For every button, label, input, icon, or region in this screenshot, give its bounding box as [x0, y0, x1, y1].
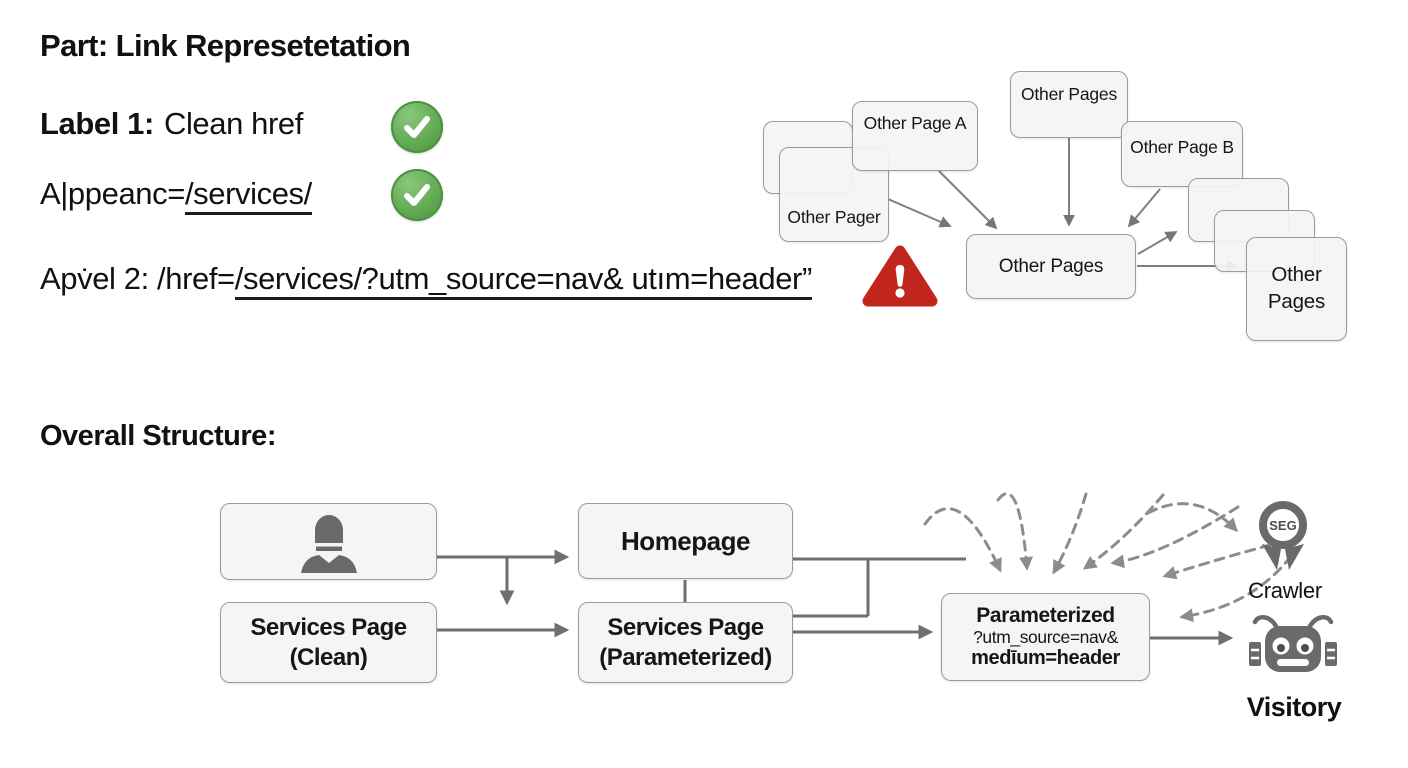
robot-visitor-icon [1249, 614, 1337, 672]
other-pages-center-box: Other Pages [966, 234, 1136, 299]
visitor-box [220, 503, 437, 580]
annotation-level-2: Apv̇el 2: /href=/services/?utm_source=na… [40, 261, 812, 300]
section-title: Overall Structure: [40, 420, 276, 452]
annotation-label-1: Label 1: Clean href [40, 106, 303, 142]
annotation-appearance: A|ppeanc=/services/ [40, 176, 312, 215]
crawler-badge: SEG [1269, 518, 1296, 533]
services-parameterized-box: Services Page (Parameterized) [578, 602, 793, 683]
label1-prefix: Label 1: [40, 106, 154, 141]
warning-icon [861, 243, 939, 316]
level2-prefix: Apv̇el 2: /href= [40, 261, 235, 296]
page-title: Part: Link Represetetation [40, 28, 411, 63]
other-pages-right-label: Other Pages [1267, 263, 1326, 313]
other-page-a-box: Other Page A [852, 101, 978, 171]
label1-value: Clean href [163, 106, 303, 141]
checkmark-glyph [404, 184, 430, 206]
check-icon [391, 101, 443, 153]
parameterized-url-label: Parameterized ?utm_source=nav& medīum=he… [971, 604, 1120, 670]
other-pager-label: Other Pager [787, 207, 881, 227]
person-icon [300, 514, 357, 573]
crawler-label: Crawler [1248, 578, 1322, 603]
clean-href-link[interactable]: /services/ [184, 176, 312, 215]
other-pages-top-label: Other Pages [1020, 84, 1118, 104]
check-icon [391, 169, 443, 221]
services-clean-box: Services Page (Clean) [220, 602, 437, 683]
parameterized-url-box: Parameterized ?utm_source=nav& medīum=he… [941, 593, 1150, 681]
other-page-a-label: Other Page A [863, 113, 967, 133]
services-clean-label: Services Page (Clean) [250, 613, 407, 671]
homepage-label: Homepage [621, 525, 750, 556]
services-parameterized-label: Services Page (Parameterized) [599, 613, 772, 671]
seo-crawler-icon: SEG [1259, 501, 1307, 570]
visitor-label: Visitory [1246, 692, 1342, 722]
warning-triangle-glyph [862, 245, 938, 307]
checkmark-glyph [404, 116, 430, 138]
other-pages-top-box: Other Pages [1010, 71, 1128, 138]
other-pages-right-box: Other Pages [1246, 237, 1347, 341]
other-page-b-box: Other Page B [1121, 121, 1243, 187]
appearance-prefix: A|ppeanc= [40, 176, 185, 211]
other-pages-center-label: Other Pages [998, 255, 1104, 277]
parameterized-href-link[interactable]: /services/?utm_source=nav& utım=header” [234, 261, 812, 300]
other-page-b-label: Other Page B [1130, 137, 1234, 157]
homepage-box: Homepage [578, 503, 793, 579]
